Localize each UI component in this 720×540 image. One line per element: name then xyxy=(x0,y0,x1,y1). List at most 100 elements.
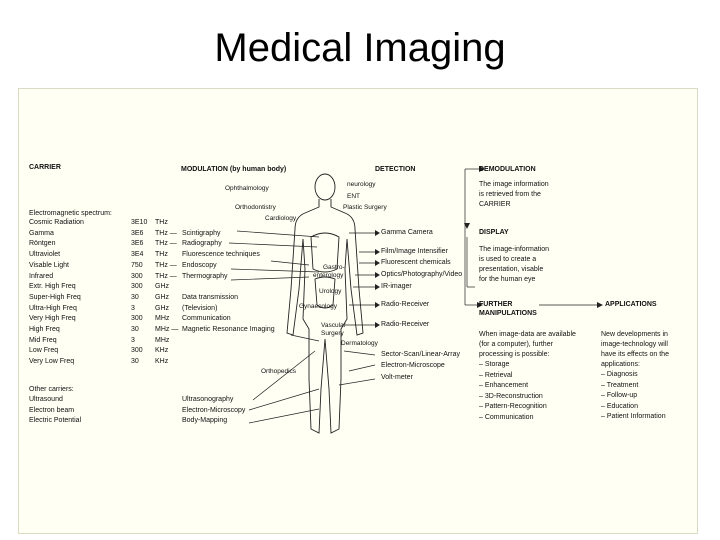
manipulation-item: – Enhancement xyxy=(479,382,529,390)
label-plastic-surgery: Plastic Surgery xyxy=(343,204,387,211)
carrier-name: Mid Freq xyxy=(29,336,57,344)
label-dermatology: Dermatology xyxy=(341,340,378,347)
application-item: – Treatment xyxy=(601,381,639,389)
carrier-frequency: 30 xyxy=(131,326,139,333)
header-demodulation: DEMODULATION xyxy=(479,166,536,173)
application-item: – Follow-up xyxy=(601,392,638,400)
carrier-unit: THz — xyxy=(155,261,177,269)
carrier-unit: KHz xyxy=(155,358,169,366)
label-orthopedics: Orthopedics xyxy=(261,368,297,375)
carrier-frequency: 3E6 xyxy=(131,240,144,248)
demodulation-line: CARRIER xyxy=(479,201,511,208)
human-body-figure xyxy=(286,173,364,434)
modulation-technique: Data transmission xyxy=(182,293,239,301)
carrier-frequency: 30 xyxy=(131,358,139,366)
display-line: The image-information xyxy=(479,246,550,253)
modulation-technique: Endoscopy xyxy=(182,261,217,269)
manipulation-item: – Pattern-Recognition xyxy=(479,403,547,411)
modulation-technique: Radiography xyxy=(182,240,222,248)
label-gynaecology: Gynaecology xyxy=(299,303,337,310)
label-gastro: Gastro- xyxy=(323,264,345,271)
modulation-technique: Thermography xyxy=(182,272,228,280)
applications-intro-line: New developments in xyxy=(601,331,668,338)
carrier-name: Ultraviolet xyxy=(29,251,61,259)
carrier-frequency: 750 xyxy=(131,261,143,269)
carrier-frequency: 300 xyxy=(131,272,143,280)
carrier-frequency: 300 xyxy=(131,283,143,291)
modulation-technique: (Television) xyxy=(182,304,218,312)
carrier-unit: GHz xyxy=(155,293,169,301)
carrier-name: Extr. High Freq xyxy=(29,283,76,291)
modulation-technique: Magnetic Resonance Imaging xyxy=(182,326,275,333)
detection-method: IR-imager xyxy=(381,283,412,290)
label-surgery: Surgery xyxy=(321,330,344,337)
carrier-frequency: 3E10 xyxy=(131,219,148,226)
carrier-name: Infrared xyxy=(29,272,54,280)
carrier-frequency: 3E4 xyxy=(131,251,144,259)
application-item: – Patient Information xyxy=(601,413,666,421)
carrier-unit: GHz xyxy=(155,304,169,312)
detection-method: Optics/Photography/Video xyxy=(381,271,463,278)
carrier-frequency: 3 xyxy=(131,336,135,344)
detection-method: Radio-Receiver xyxy=(381,321,430,328)
label-ophthalmology: Ophthalmology xyxy=(225,185,269,192)
carrier-frequency: 300 xyxy=(131,347,143,355)
diagram-panel: CARRIER MODULATION (by human body) DETEC… xyxy=(18,88,698,534)
carrier-frequency: 3 xyxy=(131,304,135,312)
carrier-name: Very Low Freq xyxy=(29,358,75,366)
application-item: – Education xyxy=(601,402,638,410)
display-line: is used to create a xyxy=(479,256,537,263)
page-title: Medical Imaging xyxy=(214,26,506,70)
manipulations-intro-line: processing is possible: xyxy=(479,351,550,358)
detection-method: Fluorescent chemicals xyxy=(381,259,451,266)
detection-method: Electron-Microscope xyxy=(381,362,445,369)
other-carrier-name: Ultrasound xyxy=(29,396,63,403)
header-further: FURTHER xyxy=(479,301,513,308)
other-carrier-name: Electron beam xyxy=(29,406,75,414)
detection-method: Volt-meter xyxy=(381,374,413,381)
carrier-unit: THz xyxy=(155,251,168,259)
manipulation-item: – Storage xyxy=(479,361,510,368)
carrier-unit: MHz — xyxy=(155,326,179,333)
carrier-frequency: 30 xyxy=(131,293,139,301)
header-applications: APPLICATIONS xyxy=(605,301,657,308)
header-modulation: MODULATION (by human body) xyxy=(181,166,287,173)
carrier-unit: THz — xyxy=(155,229,177,237)
header-manipulations: MANIPULATIONS xyxy=(479,310,537,317)
modulation-technique: Communication xyxy=(182,315,231,323)
modulation-technique: Scintigraphy xyxy=(182,229,221,237)
detection-method: Sector-Scan/Linear-Array xyxy=(381,351,460,358)
header-display: DISPLAY xyxy=(479,229,509,236)
header-detection: DETECTION xyxy=(375,166,416,173)
applications-intro-line: have its effects on the xyxy=(601,351,669,358)
label-neurology: neurology xyxy=(347,181,376,188)
applications-intro-line: image-technology will xyxy=(601,341,668,348)
display-line: presentation, visable xyxy=(479,266,544,273)
demodulation-line: The image information xyxy=(479,181,549,188)
carrier-name: Röntgen xyxy=(29,240,56,248)
manipulations-intro-line: (for a computer), further xyxy=(479,341,553,348)
manipulation-item: – Communication xyxy=(479,414,534,421)
label-enterology: enterology xyxy=(313,272,344,279)
carrier-unit: MHz xyxy=(155,315,170,323)
carrier-unit: GHz xyxy=(155,283,169,291)
carrier-unit: THz xyxy=(155,219,168,226)
applications-intro-line: applications: xyxy=(601,361,640,368)
modulation-technique: Fluorescence techniques xyxy=(182,251,260,259)
carrier-unit: MHz xyxy=(155,336,170,344)
carrier-unit: THz — xyxy=(155,240,177,248)
carrier-unit: THz — xyxy=(155,272,177,280)
carrier-name: Cosmic Radiation xyxy=(29,219,84,226)
em-spectrum-label: Electromagnetic spectrum: xyxy=(29,210,112,217)
connector-lines xyxy=(228,166,603,434)
demodulation-line: is retrieved from the xyxy=(479,191,541,198)
carrier-name: High Freq xyxy=(29,326,60,333)
label-vascular: Vascular xyxy=(321,322,346,329)
modulation-technique: Body-Mapping xyxy=(182,417,228,425)
carrier-frequency: 300 xyxy=(131,315,143,323)
carrier-name: Ultra-High Freq xyxy=(29,304,77,312)
other-carriers-label: Other carriers: xyxy=(29,386,74,393)
modulation-technique: Ultrasonography xyxy=(182,396,234,403)
label-cardiology: Cardiology xyxy=(265,215,297,222)
label-orthodontistry: Orthodontistry xyxy=(235,204,276,211)
